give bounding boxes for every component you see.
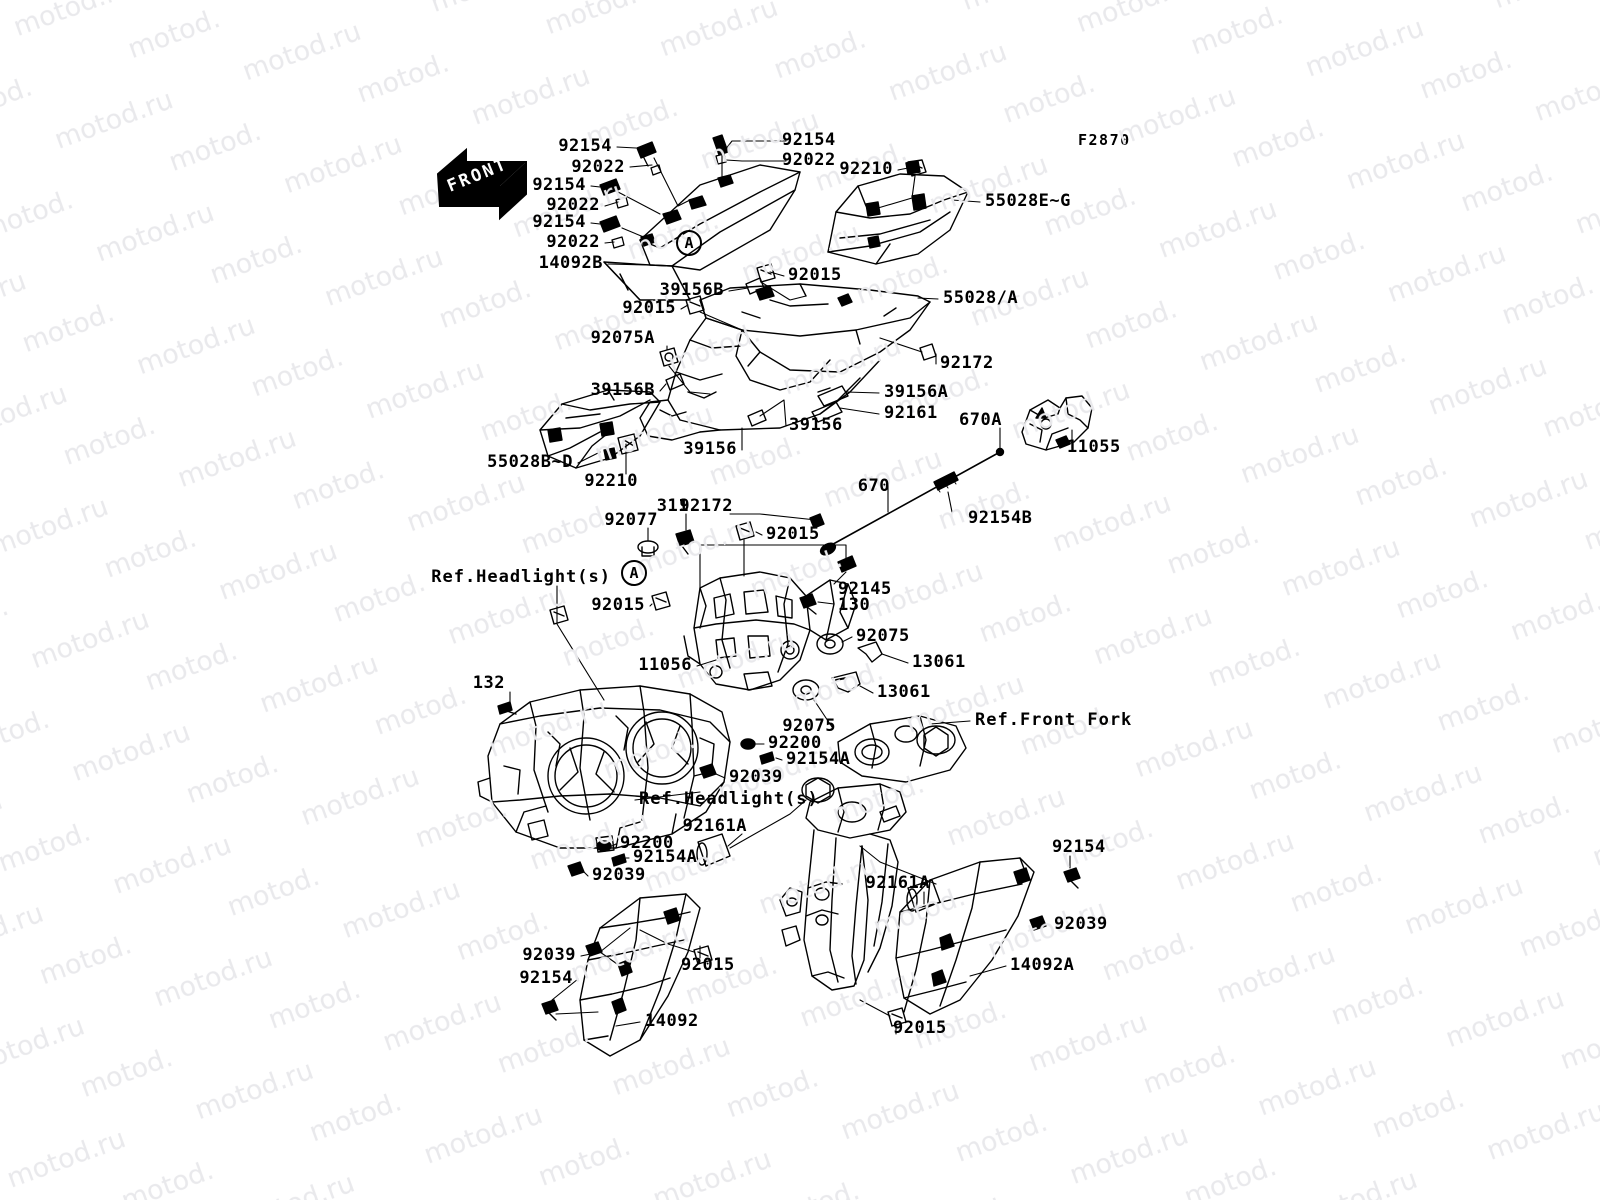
part-number-label[interactable]: 55028/A: [943, 288, 1019, 308]
reference-note[interactable]: Ref.Headlight(s): [431, 567, 611, 587]
part-number-label[interactable]: 92154: [558, 136, 612, 156]
part-number-label[interactable]: 92154: [1052, 837, 1106, 857]
part-number-label[interactable]: 92015: [681, 955, 735, 975]
part-number-label[interactable]: 92154: [532, 175, 586, 195]
part-number-label[interactable]: 670: [857, 476, 890, 496]
part-number-label[interactable]: 92075A: [590, 328, 655, 348]
part-number-label[interactable]: 11055: [1067, 437, 1121, 457]
part-number-label[interactable]: 92022: [546, 232, 600, 252]
part-number-label[interactable]: 92210: [584, 471, 638, 491]
part-number-label[interactable]: 92015: [766, 524, 820, 544]
part-number-label[interactable]: 92161A: [865, 873, 930, 893]
part-number-label[interactable]: 92172: [679, 496, 733, 516]
reference-note[interactable]: Ref.Front Fork: [975, 710, 1133, 730]
part-number-label[interactable]: 92154B: [968, 508, 1033, 528]
part-number-label[interactable]: 92039: [522, 945, 576, 965]
part-number-label[interactable]: 92172: [940, 353, 994, 373]
part-number-label[interactable]: 92161: [884, 403, 938, 423]
part-number-label[interactable]: 92015: [622, 298, 676, 318]
part-number-label[interactable]: 13061: [912, 652, 966, 672]
reference-note[interactable]: Ref.Headlight(s): [639, 789, 819, 809]
part-number-label[interactable]: 55028B~D: [487, 452, 573, 472]
part-number-label[interactable]: 14092B: [538, 253, 603, 273]
part-number-label[interactable]: 92039: [592, 865, 646, 885]
part-number-label[interactable]: 11056: [638, 655, 692, 675]
part-number-label[interactable]: 92015: [591, 595, 645, 615]
part-number-label[interactable]: 39156: [683, 439, 737, 459]
part-number-label[interactable]: 92022: [782, 150, 836, 170]
part-number-label[interactable]: 92075: [856, 626, 910, 646]
part-number-label[interactable]: 92154A: [633, 847, 698, 867]
callout-marker-a[interactable]: A: [621, 560, 647, 586]
part-number-label[interactable]: 130: [838, 595, 871, 615]
part-number-label[interactable]: 92039: [1054, 914, 1108, 934]
part-number-label[interactable]: 39156: [789, 415, 843, 435]
part-number-label[interactable]: 92039: [729, 767, 783, 787]
part-number-label[interactable]: 92154A: [786, 749, 851, 769]
part-number-label[interactable]: 14092: [645, 1011, 699, 1031]
part-number-label[interactable]: 92015: [893, 1018, 947, 1038]
part-number-label[interactable]: 670A: [959, 410, 1002, 430]
part-number-label[interactable]: 13061: [877, 682, 931, 702]
part-number-label[interactable]: 92154: [532, 212, 586, 232]
part-number-label[interactable]: 92210: [839, 159, 893, 179]
part-number-label[interactable]: 92161A: [682, 816, 747, 836]
part-number-label[interactable]: 55028E~G: [985, 191, 1071, 211]
part-number-label[interactable]: 92015: [788, 265, 842, 285]
part-number-label[interactable]: 39156B: [659, 280, 724, 300]
part-number-label[interactable]: 92154: [519, 968, 573, 988]
part-number-label[interactable]: 14092A: [1010, 955, 1075, 975]
part-number-label[interactable]: 39156A: [884, 382, 949, 402]
part-number-label[interactable]: 92154: [782, 130, 836, 150]
callout-marker-a[interactable]: A: [676, 230, 702, 256]
front-direction-arrow: FRONT: [430, 142, 532, 226]
part-number-label[interactable]: 92022: [571, 157, 625, 177]
part-number-label[interactable]: 132: [472, 673, 505, 693]
part-number-label[interactable]: 39156B: [590, 380, 655, 400]
part-number-label[interactable]: 92077: [604, 510, 658, 530]
